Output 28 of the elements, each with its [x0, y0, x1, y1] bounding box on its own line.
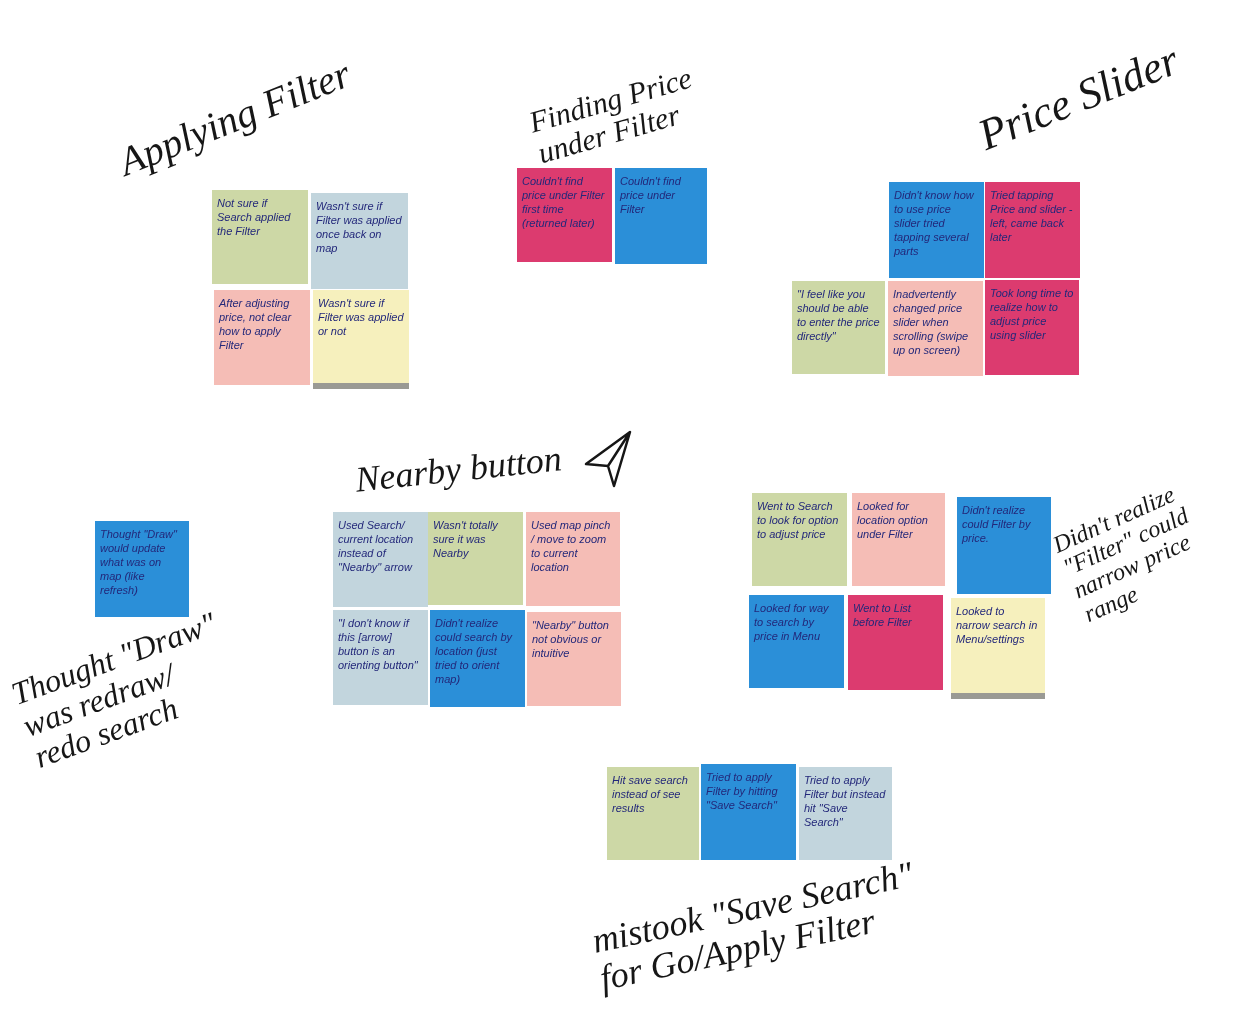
- sticky-note: Took long time to realize how to adjust price using slider: [985, 280, 1079, 375]
- sticky-note: Couldn't find price under Filter first time (returned later): [517, 168, 612, 262]
- sticky-note: "I feel like you should be able to enter the price directly": [792, 281, 885, 374]
- sticky-note: Used map pinch / move to zoom to current location: [526, 512, 620, 606]
- sticky-note: Tried to apply Filter by hitting "Save Search": [701, 764, 796, 860]
- sticky-note: Used Search/ current location instead of "Nearby" arrow: [333, 512, 428, 607]
- sticky-note: Hit save search instead of see results: [607, 767, 699, 860]
- sticky-note: Tried to apply Filter but instead hit "Save Search": [799, 767, 892, 860]
- sticky-note: Inadvertently changed price slider when scrolling (swipe up on screen): [888, 281, 983, 376]
- sticky-note: After adjusting price, not clear how to apply Filter: [214, 290, 310, 385]
- sticky-note: Thought "Draw" would update what was on map (like refresh): [95, 521, 189, 617]
- sticky-note: Went to Search to look for option to adjust price: [752, 493, 847, 586]
- sticky-note: "Nearby" button not obvious or intuitive: [527, 612, 621, 706]
- handwritten-heading: Price Slider: [971, 37, 1185, 160]
- sticky-note: Went to List before Filter: [848, 595, 943, 690]
- sticky-note: "I don't know if this [arrow] button is an orienting button": [333, 610, 428, 705]
- handwritten-heading: Nearby button: [353, 440, 563, 500]
- sticky-note: Couldn't find price under Filter: [615, 168, 707, 264]
- sticky-note: Looked for way to search by price in Menu: [749, 595, 844, 688]
- sticky-note: Didn't realize could search by location (just tried to orient map): [430, 610, 525, 707]
- sticky-note: Tried tapping Price and slider - left, came back later: [985, 182, 1080, 278]
- sticky-note: Looked for location option under Filter: [852, 493, 945, 586]
- sticky-note: Not sure if Search applied the Filter: [212, 190, 308, 284]
- sticky-note: Wasn't sure if Filter was applied once back on map: [311, 193, 408, 289]
- handwritten-heading: Finding Price under Filter: [525, 59, 696, 168]
- sticky-note: Wasn't totally sure it was Nearby: [428, 512, 523, 605]
- sticky-note: Didn't realize could Filter by price.: [957, 497, 1051, 594]
- sticky-note: Didn't know how to use price slider tried tapping several parts: [889, 182, 984, 278]
